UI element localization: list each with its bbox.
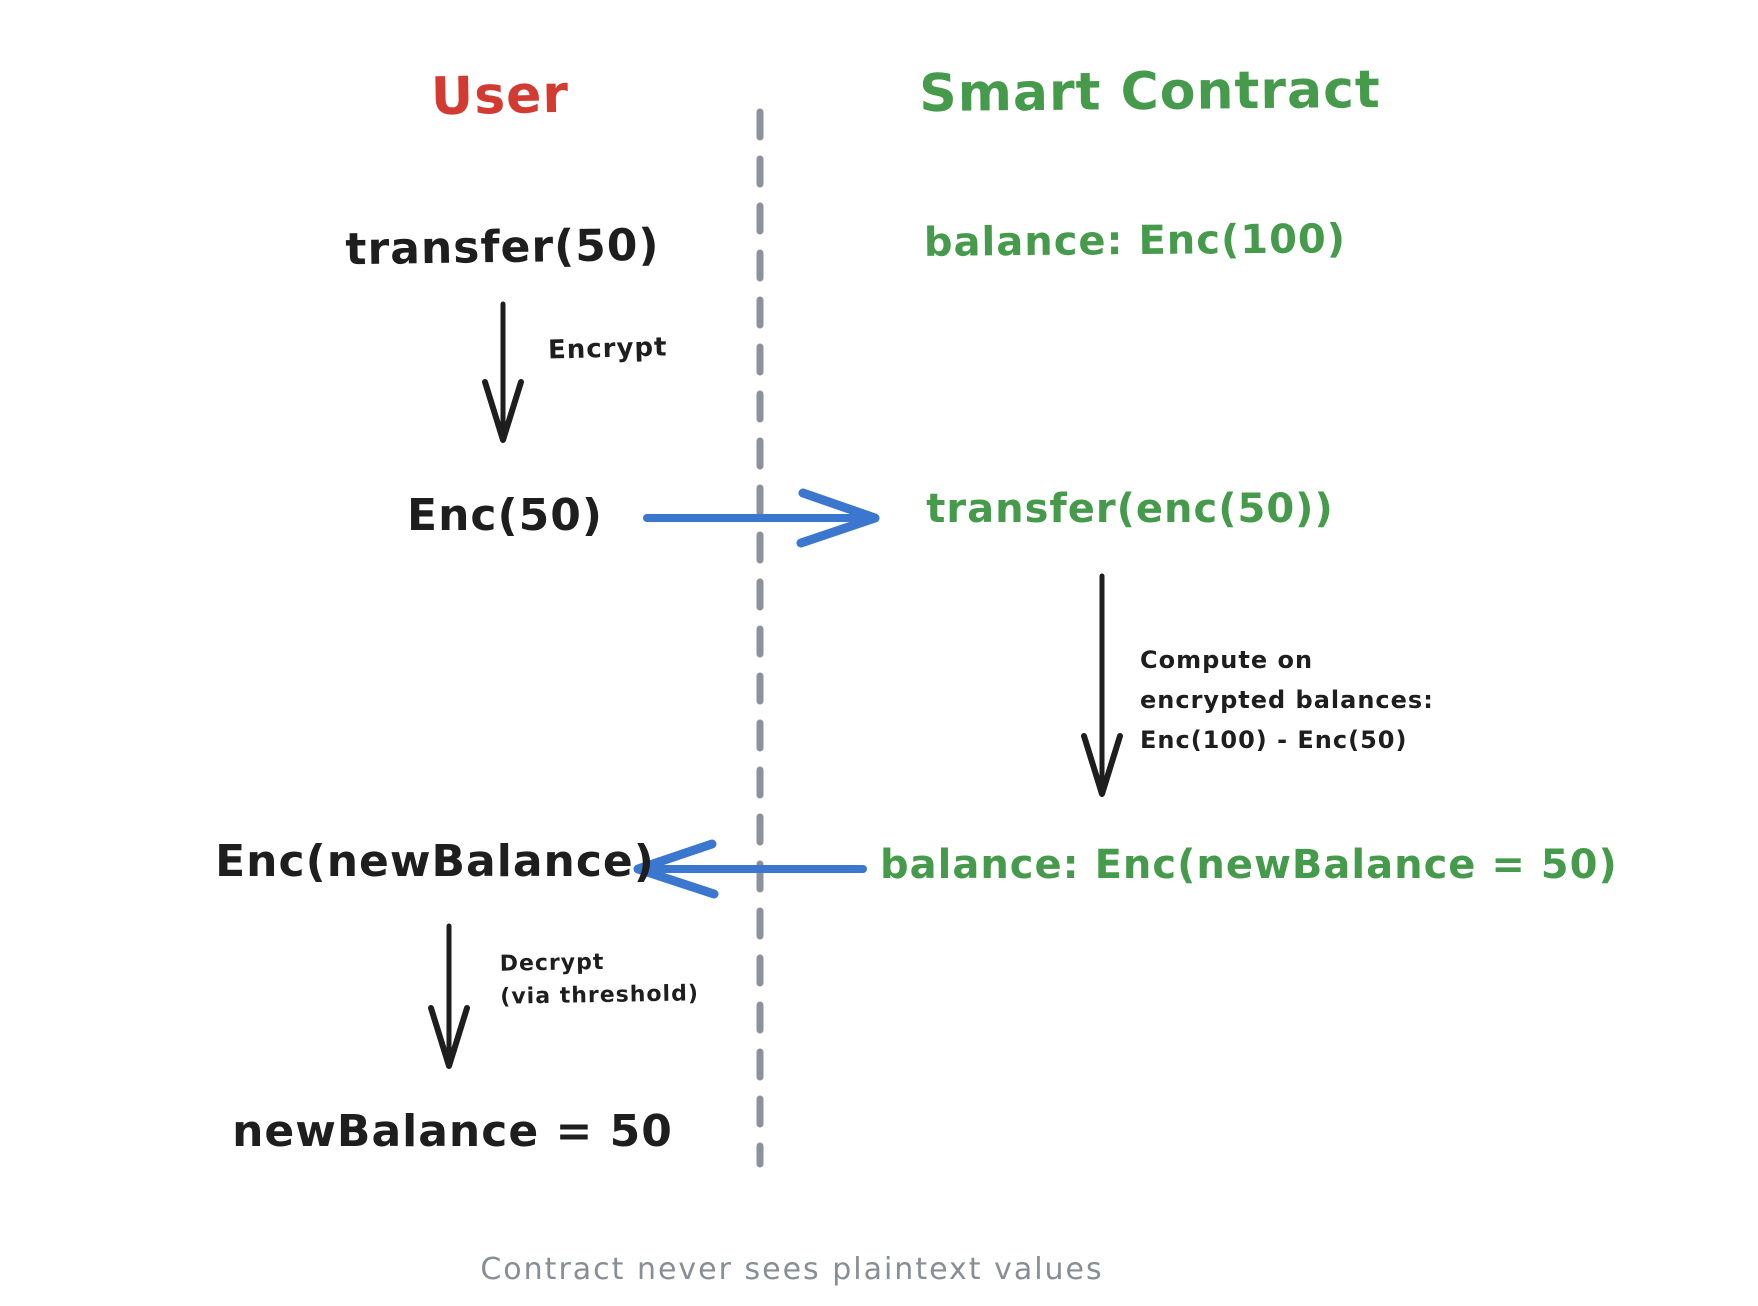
encrypt-arrow-down-icon <box>482 301 524 443</box>
user-column-title: User <box>430 64 570 128</box>
column-divider-dashed-line <box>756 108 764 1168</box>
decrypt-step-label-line1: Decrypt <box>499 949 605 977</box>
decrypt-arrow-down-icon <box>428 923 470 1069</box>
balance-return-arrow-left-icon <box>633 839 867 899</box>
diagram-caption: Contract never sees plaintext values <box>480 1252 1104 1287</box>
user-transfer-call-label: transfer(50) <box>345 219 660 276</box>
contract-received-call-label: transfer(enc(50)) <box>926 486 1334 532</box>
encrypted-amount-label: Enc(50) <box>407 490 603 541</box>
contract-updated-balance-label: balance: Enc(newBalance = 50) <box>880 842 1618 888</box>
decrypt-step-label-line2: (via threshold) <box>500 981 700 1010</box>
compute-step-label-line3: Enc(100) - Enc(50) <box>1140 726 1408 754</box>
compute-step-label: Compute on encrypted balances: Enc(100) … <box>1140 640 1434 760</box>
encrypt-step-label: Encrypt <box>547 332 668 366</box>
decrypted-result-label: newBalance = 50 <box>232 1106 673 1157</box>
smart-contract-column-title: Smart Contract <box>918 59 1382 125</box>
compute-arrow-down-icon <box>1081 573 1123 797</box>
compute-step-label-line1: Compute on <box>1140 646 1314 674</box>
transfer-arrow-right-icon <box>643 488 880 548</box>
encrypted-new-balance-label: Enc(newBalance) <box>215 836 655 887</box>
decrypt-step-label: Decrypt (via threshold) <box>499 944 700 1013</box>
contract-initial-balance-label: balance: Enc(100) <box>923 216 1347 266</box>
compute-step-label-line2: encrypted balances: <box>1140 686 1434 714</box>
